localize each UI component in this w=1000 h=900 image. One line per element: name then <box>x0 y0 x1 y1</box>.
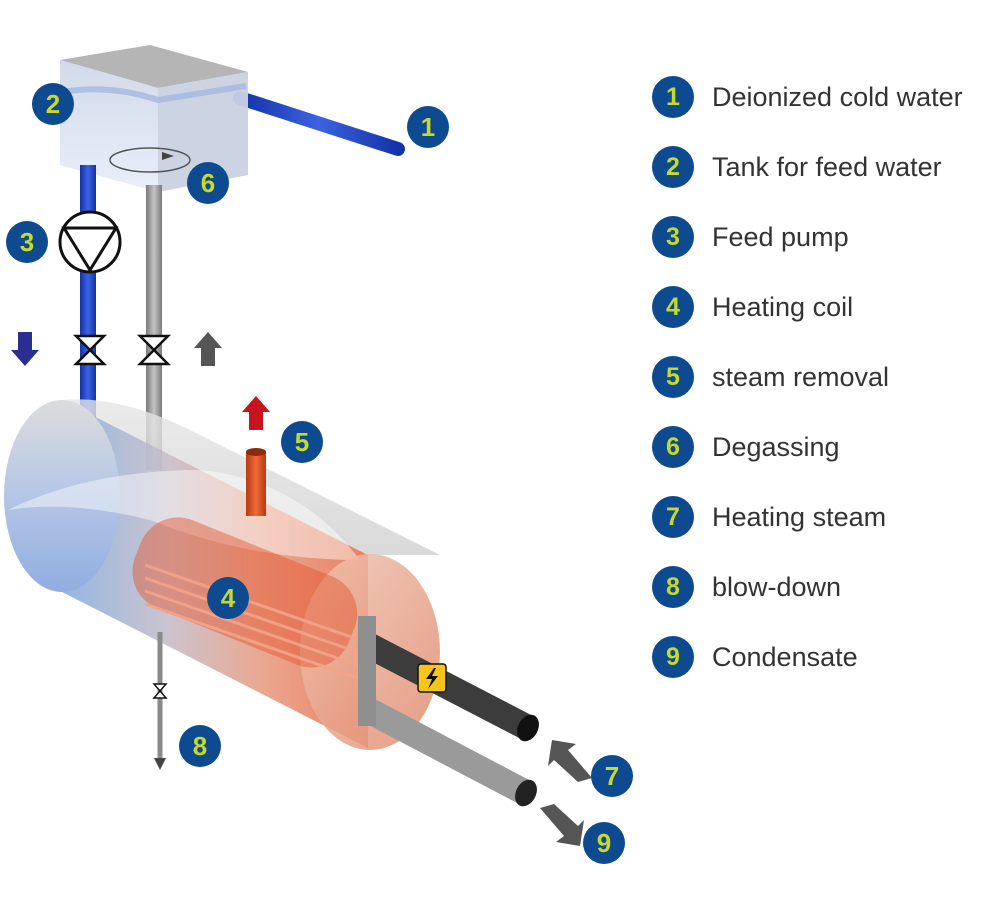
condensate-out-arrow <box>540 804 584 846</box>
legend-item: 3 Feed pump <box>652 216 992 286</box>
legend-label: Degassing <box>712 432 840 462</box>
steam-up-arrow <box>242 396 270 430</box>
legend-label: Feed pump <box>712 222 849 252</box>
diagram-badge-1: 1 <box>407 106 449 148</box>
legend-label: Heating steam <box>712 502 887 532</box>
legend-badge: 7 <box>652 496 694 538</box>
legend-item: 8 blow-down <box>652 566 992 636</box>
svg-text:9: 9 <box>597 828 611 858</box>
diagram-badge-8: 8 <box>179 725 221 767</box>
svg-text:3: 3 <box>20 227 34 257</box>
diagram-badge-5: 5 <box>281 421 323 463</box>
heating-steam-pipe <box>362 633 539 742</box>
diagram-badge-7: 7 <box>591 755 633 797</box>
diagram-badge-3: 3 <box>6 221 48 263</box>
feed-water-tank <box>60 45 248 192</box>
legend-label: Heating coil <box>712 292 854 322</box>
legend-item: 4 Heating coil <box>652 286 992 356</box>
electrical-warning-icon <box>417 663 447 693</box>
condensate-pipe <box>361 698 537 807</box>
legend-label: Deionized cold water <box>712 82 963 112</box>
legend-badge: 6 <box>652 426 694 468</box>
svg-text:8: 8 <box>193 731 207 761</box>
cold-water-inlet-pipe <box>233 91 405 156</box>
legend-label: Condensate <box>712 642 858 672</box>
feed-pump-symbol <box>58 210 122 274</box>
diagram-badge-6: 6 <box>187 162 229 204</box>
degassing-pipe <box>146 185 162 470</box>
heating-steam-in-arrow <box>548 740 592 782</box>
svg-text:5: 5 <box>295 427 309 457</box>
svg-text:7: 7 <box>605 761 619 791</box>
legend-badge: 4 <box>652 286 694 328</box>
steam-generator-diagram: 1 2 3 4 5 6 7 8 9 <box>4 45 633 864</box>
svg-text:2: 2 <box>46 89 60 119</box>
legend-item: 6 Degassing <box>652 426 992 496</box>
legend-badge: 5 <box>652 356 694 398</box>
legend-item: 2 Tank for feed water <box>652 146 992 216</box>
legend-label: steam removal <box>712 362 890 392</box>
legend: 1 Deionized cold water 2 Tank for feed w… <box>652 76 992 706</box>
legend-item: 1 Deionized cold water <box>652 76 992 146</box>
legend-badge: 8 <box>652 566 694 608</box>
legend-badge: 3 <box>652 216 694 258</box>
svg-text:1: 1 <box>421 112 435 142</box>
legend-label: blow-down <box>712 572 842 602</box>
legend-badge: 1 <box>652 76 694 118</box>
diagram-badge-2: 2 <box>32 83 74 125</box>
blow-down-line <box>152 632 168 770</box>
diagram-badge-4: 4 <box>207 577 249 619</box>
legend-item: 7 Heating steam <box>652 496 992 566</box>
pipe-flange <box>358 616 376 726</box>
legend-item: 5 steam removal <box>652 356 992 426</box>
legend-label: Tank for feed water <box>712 152 942 182</box>
diagram-badge-9: 9 <box>583 822 625 864</box>
feed-valve <box>72 334 108 366</box>
legend-badge: 9 <box>652 636 694 678</box>
svg-text:6: 6 <box>201 168 215 198</box>
return-flow-up-arrow <box>194 332 222 366</box>
legend-item: 9 Condensate <box>652 636 992 706</box>
feed-flow-down-arrow <box>11 332 39 366</box>
steam-removal-pipe <box>246 448 266 516</box>
legend-badge: 2 <box>652 146 694 188</box>
return-valve <box>136 334 172 366</box>
svg-text:4: 4 <box>221 583 236 613</box>
